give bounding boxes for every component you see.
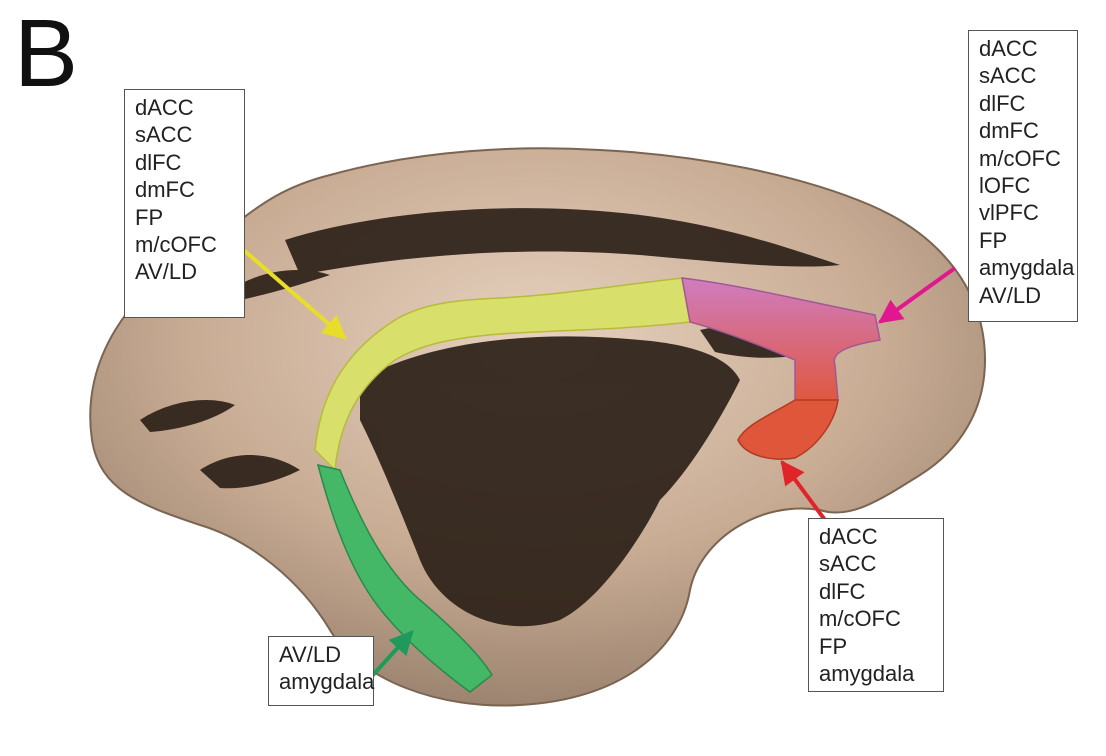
list-item: dlFC <box>819 578 866 604</box>
list-item: dACC <box>979 36 1038 61</box>
list-item: dlFC <box>135 149 182 175</box>
region-green <box>316 463 493 693</box>
list-item: dACC <box>135 95 194 120</box>
label-list: dACC sACC dlFC m/cOFC FP amygdala <box>819 523 933 687</box>
list-item: FP <box>135 204 164 230</box>
arrow-green <box>370 630 414 678</box>
list-item: FP <box>979 227 1008 253</box>
list-item: lOFC <box>979 173 1031 199</box>
list-item: AV/LD <box>979 282 1041 308</box>
list-item: amygdala <box>979 255 1075 281</box>
list-item: sACC <box>819 551 877 577</box>
list-item: amygdala <box>819 661 915 687</box>
list-item: m/cOFC <box>135 232 217 258</box>
list-item: amygdala <box>279 669 375 695</box>
list-item: m/cOFC <box>979 145 1061 171</box>
label-list: dACC sACC dlFC dmFC FP m/cOFC AV/LD <box>135 94 234 286</box>
list-item: vlPFC <box>979 200 1039 226</box>
arrow-red <box>780 460 827 522</box>
list-item: dmFC <box>135 177 195 203</box>
list-item: dACC <box>819 524 878 549</box>
label-list: dACC sACC dlFC dmFC m/cOFC lOFC vlPFC FP… <box>979 35 1075 309</box>
region-red <box>737 399 839 460</box>
arrow-yellow <box>230 238 347 340</box>
label-box-green-region: AV/LD amygdala <box>268 636 374 706</box>
region-magenta <box>681 277 881 406</box>
list-item: FP <box>819 633 848 659</box>
panel-label: B <box>14 0 79 107</box>
list-item: sACC <box>135 122 193 148</box>
sulci <box>140 208 840 627</box>
list-item: dmFC <box>979 118 1039 144</box>
arrow-magenta <box>878 266 957 324</box>
list-item: AV/LD <box>135 259 197 285</box>
label-list: AV/LD amygdala <box>279 641 375 696</box>
label-box-magenta-region: dACC sACC dlFC dmFC m/cOFC lOFC vlPFC FP… <box>968 30 1078 322</box>
label-box-yellow-region: dACC sACC dlFC dmFC FP m/cOFC AV/LD <box>124 89 245 318</box>
list-item: dlFC <box>979 90 1026 116</box>
label-box-red-region: dACC sACC dlFC m/cOFC FP amygdala <box>808 518 944 692</box>
list-item: AV/LD <box>279 642 341 667</box>
list-item: sACC <box>979 63 1037 89</box>
list-item: m/cOFC <box>819 606 901 632</box>
